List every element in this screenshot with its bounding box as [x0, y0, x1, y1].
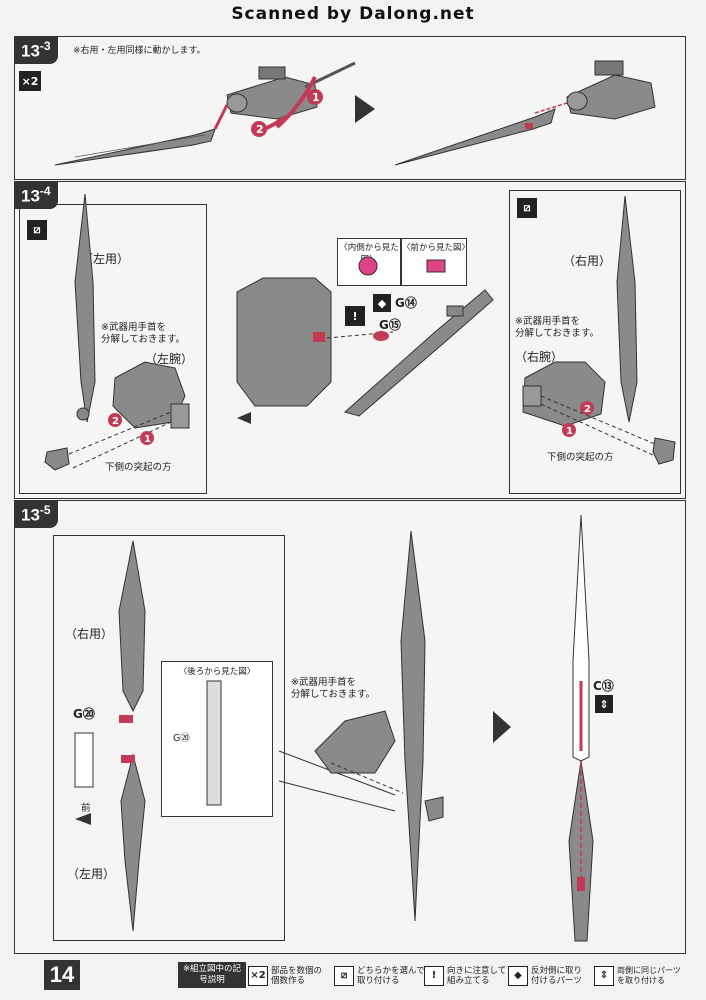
step-13-5-illustration — [74, 514, 594, 942]
scan-credit: Scanned by Dalong.net — [231, 4, 475, 24]
legend-item-quantity: ×2 部品を数個の 個数作る — [248, 962, 322, 990]
left-choice-box — [19, 204, 207, 494]
view-front-label: 〈前から見た図〉 — [402, 243, 471, 253]
step-marker-1-text: 1 — [312, 91, 320, 104]
step-number: 13 — [21, 186, 40, 206]
step-marker-2 — [251, 121, 267, 137]
step-sub: -5 — [39, 503, 51, 517]
choice-icon: ⧄ — [27, 220, 47, 240]
right-use-label: （右用） — [65, 627, 114, 641]
right-spike — [616, 195, 638, 423]
left-group-box — [53, 535, 285, 941]
right-wrist-part — [652, 437, 676, 465]
page-number: 14 — [44, 960, 80, 990]
spike-part-left — [54, 128, 216, 166]
arrow-insert — [213, 104, 229, 130]
left-note: ※武器用手首を 分解しておきます。 — [101, 322, 185, 345]
arrow-rotate — [275, 76, 317, 129]
step-number: 13 — [21, 505, 40, 525]
step-13-4-panel: 13-4 ⧄ （左用） ※武器用手首を 分解しておきます。 （左腕） 下側の突起… — [14, 181, 686, 499]
center-spike — [343, 289, 494, 417]
choice-icon: ⧄ — [334, 966, 354, 986]
part-g15-label: G⑮ — [379, 318, 401, 332]
legend-item-caution: ! 向きに注意して 組み立てる — [424, 962, 506, 990]
step-13-3-panel: 13-3 ※右用・左用同様に動かします。 ×2 1 2 — [14, 36, 686, 180]
torso-part — [236, 277, 332, 407]
right-arm-part — [522, 361, 606, 427]
step-13-3-label: 13-3 — [15, 37, 58, 64]
legend-item-opposite: ◆ 反対側に取り 付けるパーツ — [508, 962, 582, 990]
view-back-label: 〈後ろから見た図〉 — [178, 667, 256, 677]
spike-assembled — [394, 108, 556, 166]
left-wrist-part — [44, 447, 70, 471]
next-arrow — [493, 711, 511, 743]
part-g14-label: G⑭ — [395, 296, 417, 310]
legend-item-choice: ⧄ どちらかを選んで 取り付ける — [334, 962, 425, 990]
arm-part — [314, 710, 396, 774]
left-spike — [74, 193, 96, 423]
right-arm-label: （右腕） — [515, 350, 564, 364]
center-spike — [400, 530, 426, 922]
right-choice-box — [509, 190, 681, 494]
scan-credit-bar: Scanned by Dalong.net — [0, 0, 706, 30]
marker-1-text: 1 — [566, 426, 573, 437]
caution-icon: ! — [424, 966, 444, 986]
both-sides-icon: ⇕ — [595, 695, 613, 713]
step-sub: -4 — [39, 184, 51, 198]
marker-2-text: 2 — [584, 404, 591, 415]
mount-part-right — [566, 60, 656, 120]
step-13-5-note: ※武器用手首を 分解しておきます。 — [291, 677, 375, 700]
step-13-3-illustration: 1 2 — [54, 60, 656, 166]
view-part-label: G⑳ — [173, 733, 190, 744]
qty-x2-icon: ×2 — [19, 71, 41, 91]
qty-x2-icon: ×2 — [248, 966, 268, 986]
front-arrow — [237, 412, 251, 424]
left-arm-label: （左腕） — [145, 352, 194, 366]
legend-item-label: 反対側に取り 付けるパーツ — [531, 966, 583, 986]
spike-upper — [118, 540, 146, 713]
left-use-label: （左用） — [81, 252, 130, 266]
step-marker-1 — [307, 89, 323, 105]
part-g20-label: G⑳ — [73, 707, 95, 721]
legend-item-label: 部品を数個の 個数作る — [271, 966, 323, 986]
legend-title: ※組立図中の記号説明 — [178, 962, 246, 988]
choice-icon: ⧄ — [517, 198, 537, 218]
caution-icon: ! — [345, 306, 365, 326]
g20-part — [74, 732, 94, 788]
step-13-4-illustration: 1 2 2 1 — [44, 193, 676, 471]
both-sides-icon: ⇕ — [594, 966, 614, 986]
opposite-side-icon: ◆ — [373, 294, 391, 312]
back-view-part — [206, 680, 222, 806]
front-direction-label: 前 — [81, 803, 91, 814]
step-13-3-note: ※右用・左用同様に動かします。 — [73, 46, 206, 56]
step-marker-2-text: 2 — [256, 123, 264, 136]
step-sub: -3 — [39, 39, 51, 53]
legend-item-label: どちらかを選んで 取り付ける — [357, 966, 425, 986]
step-13-5-label: 13-5 — [15, 501, 58, 528]
legend-item-label: 向きに注意して 組み立てる — [447, 966, 507, 986]
marker-2-text: 2 — [112, 416, 119, 427]
legend-item-both-sides: ⇕ 両側に同じパーツ を取り付ける — [594, 962, 681, 990]
front-arrow — [75, 813, 91, 825]
step-13-5-panel: 13-5 （右用） （左用） G⑳ 前 〈後ろから見た図〉 G⑳ ※武器用手首を… — [14, 500, 686, 954]
left-use-label: （左用） — [67, 867, 116, 881]
step-number: 13 — [21, 41, 40, 61]
next-arrow — [355, 95, 375, 123]
right-bottom-note: 下側の突起の方 — [547, 452, 614, 463]
spike-lower — [120, 753, 146, 932]
wrist-part — [424, 796, 444, 822]
left-arm-part — [112, 361, 190, 429]
left-bottom-note: 下側の突起の方 — [105, 462, 172, 473]
right-note: ※武器用手首を 分解しておきます。 — [515, 316, 599, 339]
marker-1-text: 1 — [144, 434, 151, 445]
right-use-label: （右用） — [563, 254, 612, 268]
part-c13-label: C⑬ — [593, 679, 614, 693]
legend-item-label: 両側に同じパーツ を取り付ける — [617, 966, 681, 985]
opposite-side-icon: ◆ — [508, 966, 528, 986]
